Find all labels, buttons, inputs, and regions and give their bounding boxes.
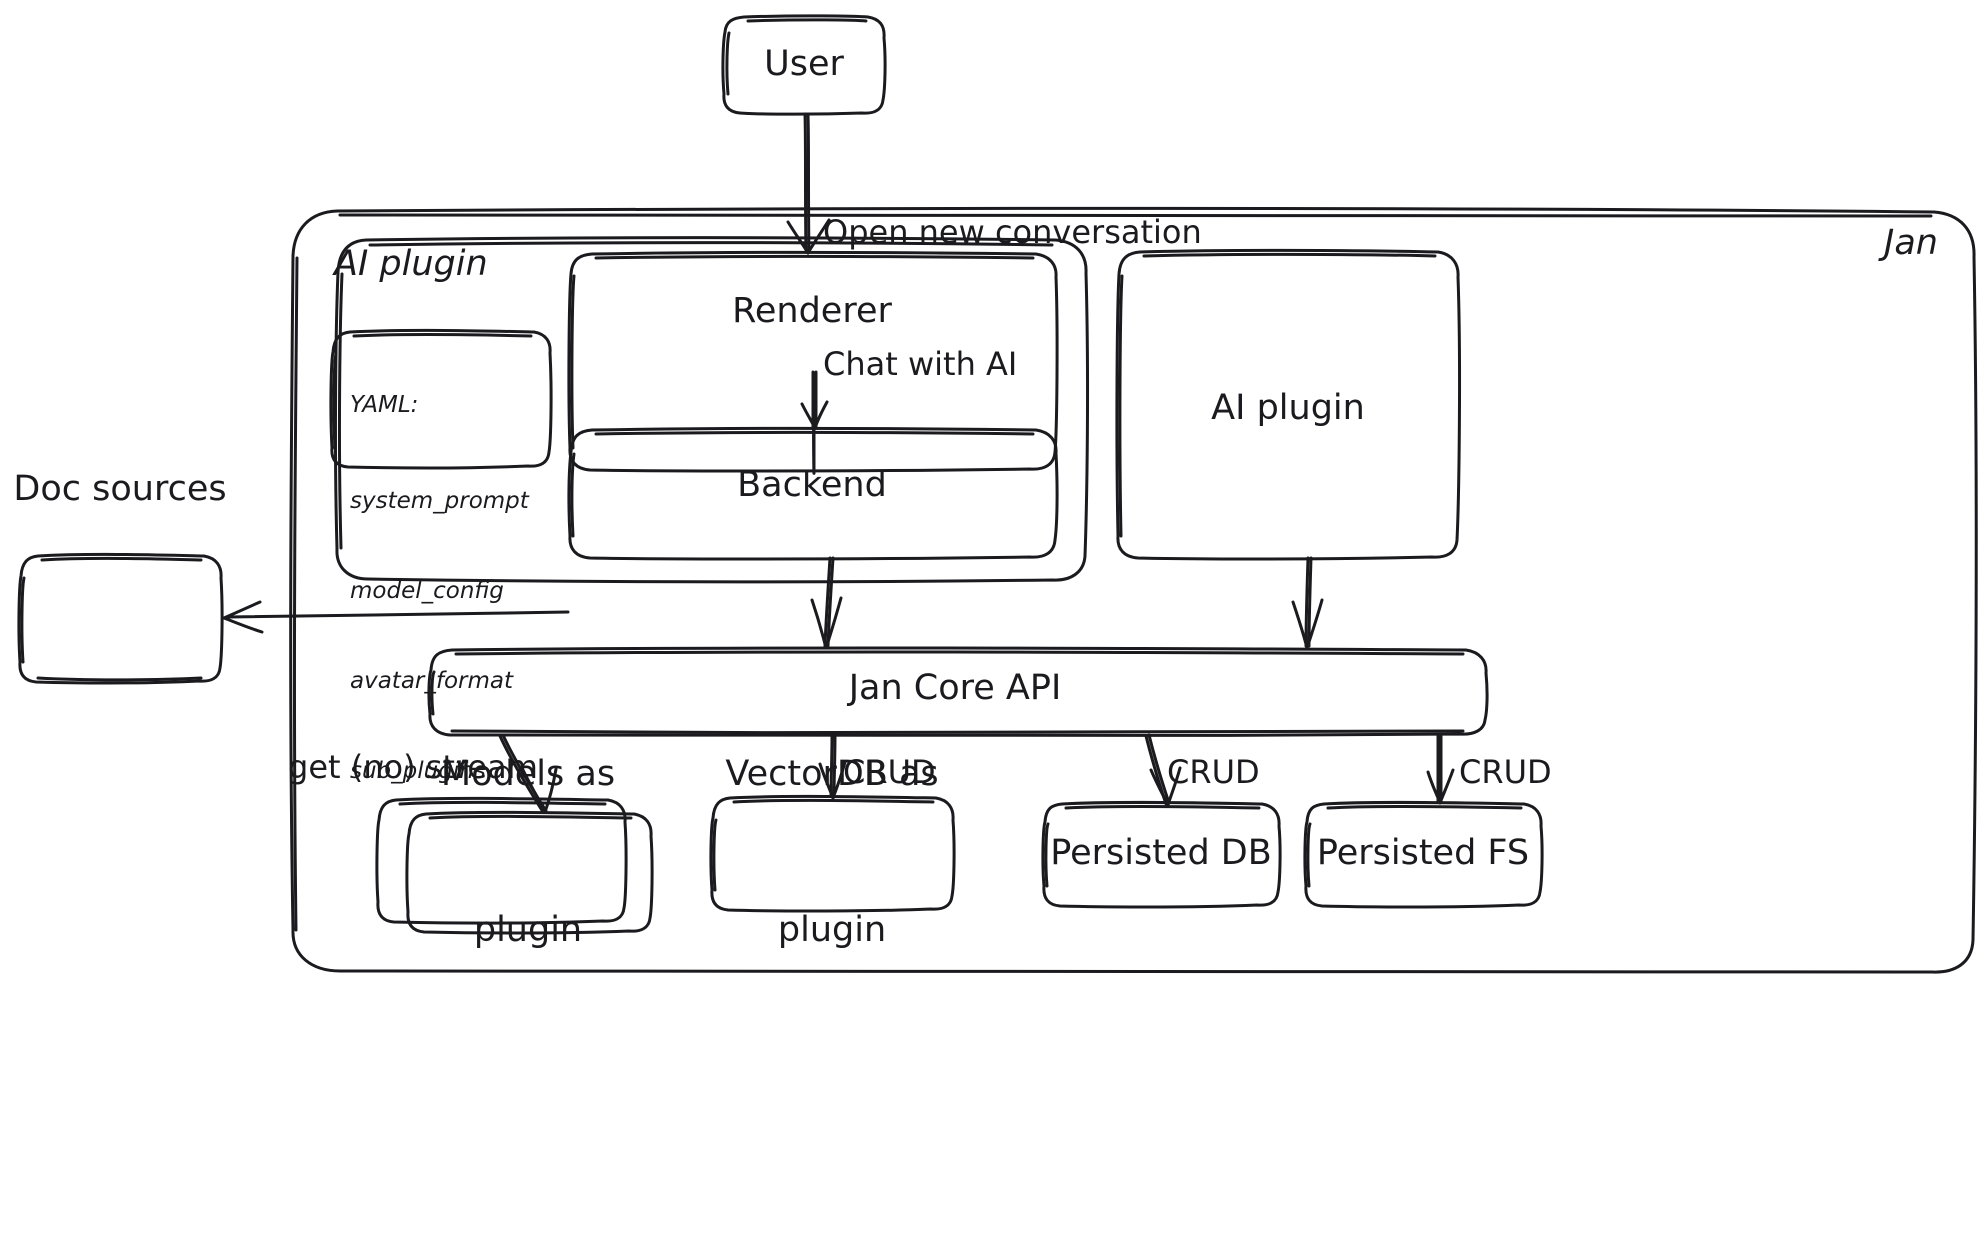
vectordb-box-shape — [709, 794, 956, 913]
edge-core-to-models — [498, 733, 558, 814]
user-box-shape — [721, 14, 887, 116]
backend-box-shape — [567, 426, 1059, 561]
edge-backend-to-doc-sources — [222, 600, 570, 634]
edge-user-to-renderer — [786, 112, 831, 255]
ai-plugin-box-shape — [1115, 248, 1462, 561]
models-box-shape — [405, 810, 654, 935]
jan-container-shape — [289, 206, 1978, 976]
edge-core-to-persisted-fs — [1426, 734, 1455, 805]
doc-sources-box-shape — [17, 552, 224, 685]
edge-aiplugin-to-core — [1291, 556, 1324, 650]
models-ghost-box-shape — [375, 796, 628, 925]
ai-plugin-group-shape — [333, 236, 1090, 584]
edge-core-to-vectordb — [818, 734, 847, 800]
edge-core-to-persisted-db — [1144, 733, 1182, 807]
persisted-fs-box-shape — [1303, 800, 1544, 909]
edge-backend-to-core — [810, 556, 843, 650]
jan-core-api-box-shape — [427, 646, 1489, 738]
edge-renderer-to-backend — [800, 370, 829, 475]
renderer-box-shape — [567, 250, 1059, 473]
persisted-db-box-shape — [1041, 800, 1282, 909]
yaml-note-shape — [329, 328, 553, 470]
